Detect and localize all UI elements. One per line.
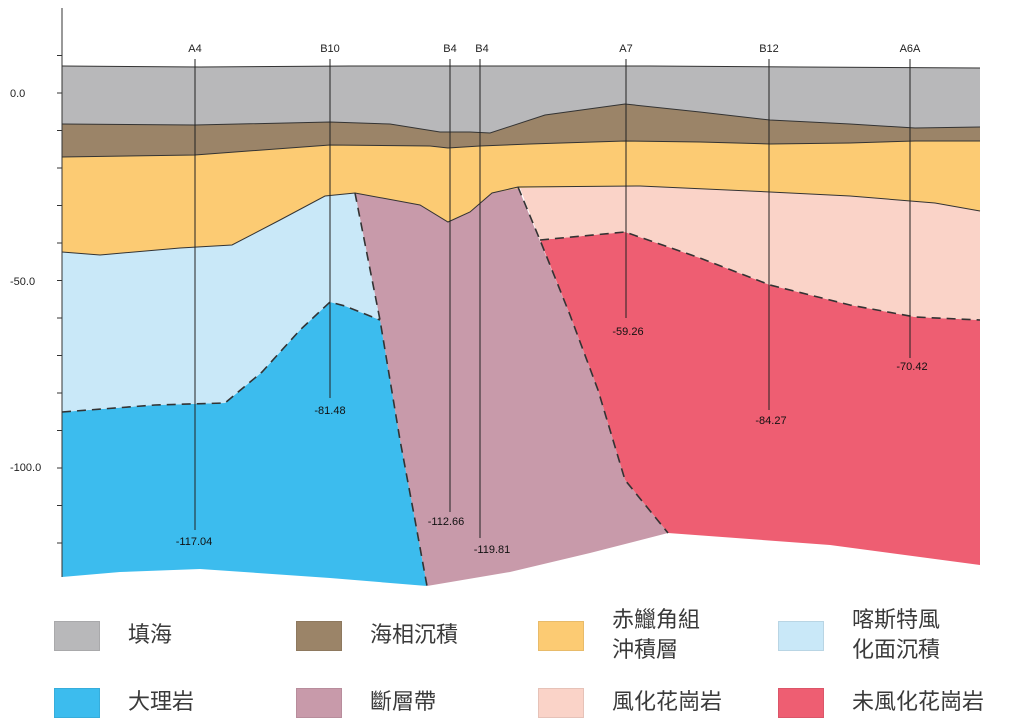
legend-item-marble: 大理岩 (54, 688, 194, 718)
layer-marble (62, 302, 427, 586)
legend-item-reclamation-fill: 填海 (54, 621, 172, 651)
legend-label: 喀斯特風 化面沉積 (852, 608, 941, 663)
legend-item-karst: 喀斯特風 化面沉積 (778, 606, 940, 666)
legend-label: 未風化花崗岩 (852, 690, 985, 715)
layer-chek-lap-kok-alluvium (62, 141, 980, 255)
legend-swatch (538, 688, 584, 718)
legend-item-fault-zone: 斷層帶 (296, 688, 436, 718)
layer-fresh-granite (520, 190, 980, 565)
borehole-depth-a6a: -70.42 (896, 361, 927, 373)
borehole-name-b4-a: B4 (443, 43, 456, 55)
legend-swatch (296, 688, 342, 718)
borehole-depth-a7: -59.26 (612, 326, 643, 338)
inferred-boundaries (61, 186, 981, 587)
legend-swatch (538, 621, 584, 651)
y-tick-label: -100.0 (10, 462, 41, 474)
layer-karst (62, 193, 380, 412)
borehole-name-a4: A4 (188, 43, 201, 55)
legend: 填海 海相沉積 赤鱲角組 沖積層 喀斯特風 化面沉積 大理岩 斷層帶 風化花崗岩… (0, 600, 1016, 727)
legend-label: 海相沉積 (370, 623, 459, 648)
layer-boundaries (61, 65, 981, 256)
layer-weathered-granite (520, 186, 980, 320)
y-axis: 0.0 -50.0 -100.0 (10, 8, 63, 577)
borehole-depth-a4: -117.04 (176, 536, 213, 548)
legend-swatch (54, 688, 100, 718)
legend-label: 風化花崗岩 (612, 690, 723, 715)
geological-cross-section: 0.0 -50.0 -100.0 A4 B10 B4 B4 A7 B12 A6A… (10, 8, 981, 587)
legend-item-marine-deposits: 海相沉積 (296, 621, 458, 651)
legend-label: 大理岩 (128, 690, 195, 715)
layer-marine-deposits (62, 104, 980, 157)
borehole-depth-b10: -81.48 (314, 405, 345, 417)
borehole-depth-b12: -84.27 (755, 415, 786, 427)
borehole-depth-b4-a: -112.66 (428, 516, 465, 528)
legend-swatch (296, 621, 342, 651)
borehole-name-a7: A7 (619, 43, 632, 55)
borehole-lines (194, 59, 911, 538)
legend-item-weathered-granite: 風化花崗岩 (538, 688, 722, 718)
borehole-name-b12: B12 (759, 43, 779, 55)
legend-label: 赤鱲角組 沖積層 (612, 608, 701, 663)
legend-swatch (778, 621, 824, 651)
y-tick-label: -50.0 (10, 276, 35, 288)
borehole-name-b10: B10 (320, 43, 340, 55)
legend-swatch (54, 621, 100, 651)
borehole-name-b4-b: B4 (475, 43, 488, 55)
legend-label: 填海 (128, 623, 173, 648)
layer-reclamation-fill (62, 66, 980, 133)
legend-item-fresh-granite: 未風化花崗岩 (778, 688, 984, 718)
y-tick-label: 0.0 (10, 88, 25, 100)
legend-item-chek-lap-kok-alluvium: 赤鱲角組 沖積層 (538, 606, 700, 666)
layer-fault-zone (355, 187, 668, 586)
borehole-depth-b4-b: -119.81 (474, 544, 511, 556)
borehole-name-a6a: A6A (900, 43, 921, 55)
legend-label: 斷層帶 (370, 690, 437, 715)
legend-swatch (778, 688, 824, 718)
